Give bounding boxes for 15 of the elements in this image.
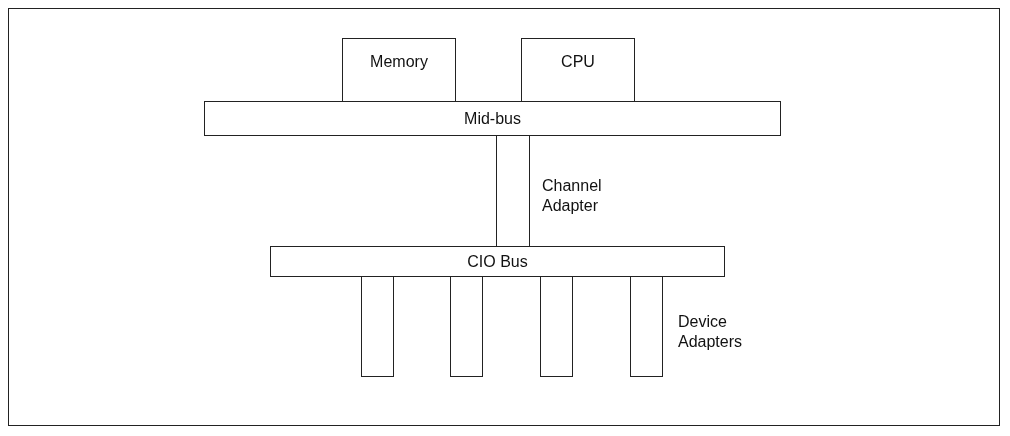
node-label: CPU <box>561 53 595 71</box>
component-box <box>521 38 635 102</box>
adapter-bar <box>361 276 394 377</box>
node-label: Mid-bus <box>464 109 521 128</box>
node-label: CIO Bus <box>467 252 528 271</box>
bus-bar <box>270 246 725 277</box>
adapter-bar <box>540 276 573 377</box>
adapter-label: Channel Adapter <box>542 176 603 216</box>
adapter-bar <box>450 276 483 377</box>
bus-bar <box>204 101 781 136</box>
node-label: Memory <box>370 53 428 71</box>
adapter-bar <box>630 276 663 377</box>
group-label: Device Adapters <box>678 312 744 352</box>
component-box <box>342 38 456 102</box>
adapter-bar <box>496 135 530 247</box>
